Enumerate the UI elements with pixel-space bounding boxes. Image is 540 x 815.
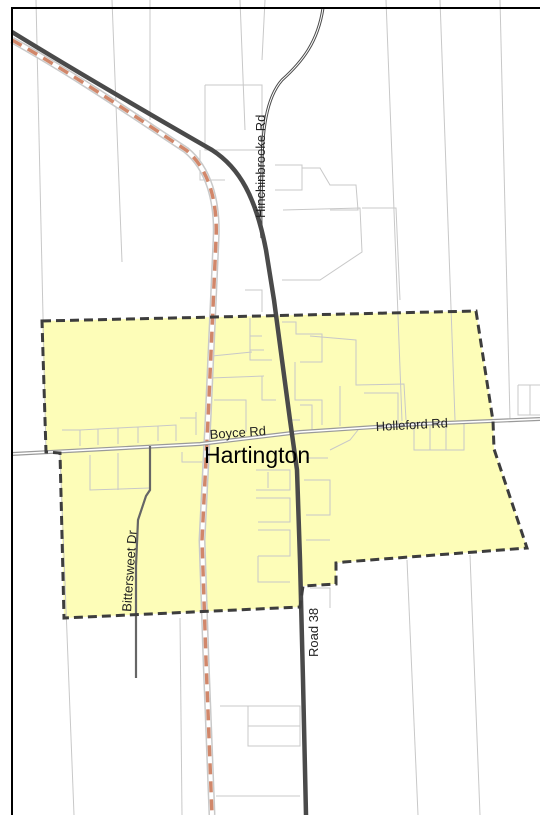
bittersweet-drive — [134, 446, 152, 678]
boyce-road-label: Boyce Rd — [209, 423, 266, 442]
hamlet-boundary-fill — [42, 311, 527, 618]
map-frame — [11, 7, 540, 815]
holleford-road-label: Holleford Rd — [375, 415, 448, 434]
hinchinbrooke-road — [259, 7, 325, 239]
bittersweet-drive-label: Bittersweet Dr — [119, 529, 140, 612]
railway-line — [10, 36, 220, 815]
hamlet-boundary-outline — [40, 309, 530, 620]
road-38-label: Road 38 — [306, 608, 321, 657]
place-name-label: Hartington — [204, 442, 310, 468]
hinchinbrooke-road-label: Hinchinbrooke Rd — [253, 115, 268, 218]
parcel-lines — [35, 0, 540, 815]
road-38 — [10, 30, 309, 815]
